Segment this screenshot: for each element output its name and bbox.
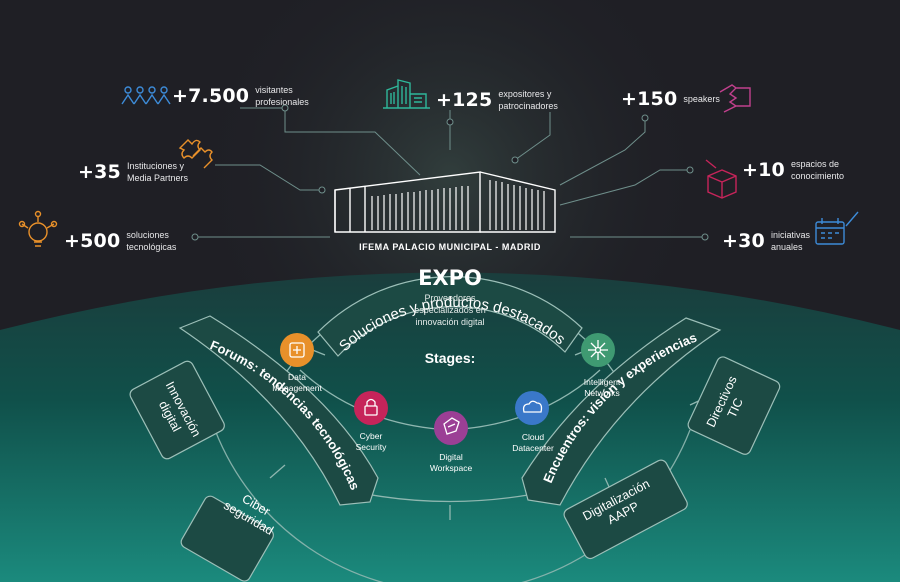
panel-ciber-seguridad[interactable] xyxy=(179,494,276,582)
stat-visitantes-label: visitantes profesionales xyxy=(255,85,309,107)
stat-espacios: +10 espacios de conocimiento xyxy=(742,158,844,182)
stage-label-cyber-security: Cyber Security xyxy=(355,431,387,452)
stat-espacios-label: espacios de conocimiento xyxy=(790,159,844,181)
exhibitors-building-icon xyxy=(383,79,430,109)
panel-innovacion-digital[interactable] xyxy=(128,359,226,461)
lightbulb-icon xyxy=(18,210,58,247)
speaker-head-icon xyxy=(719,84,751,113)
puzzle-icon xyxy=(178,139,213,169)
stat-instituciones: +35 Instituciones y Media Partners xyxy=(78,160,188,184)
stat-speakers: +150 speakers xyxy=(621,88,720,110)
venue-label: IFEMA PALACIO MUNICIPAL - MADRID xyxy=(359,242,541,252)
stat-espacios-value: +10 xyxy=(742,159,785,181)
stat-soluciones-value: +500 xyxy=(64,230,121,252)
venue-building-icon xyxy=(334,171,556,233)
stat-instituciones-label: Instituciones y Media Partners xyxy=(126,161,188,183)
stat-expositores-label: expositores y patrocinadores xyxy=(498,89,558,111)
calendar-icon xyxy=(815,211,859,245)
stage-label-data-management: Data Management xyxy=(272,372,322,393)
stage-circle-cloud-datacenter xyxy=(515,391,549,425)
stat-visitantes: +7.500 visitantes profesionales xyxy=(172,84,309,108)
people-group-icon xyxy=(121,86,171,105)
stage-circle-digital-workspace xyxy=(434,411,468,445)
stat-expositores-value: +125 xyxy=(436,89,493,111)
stat-soluciones: +500 soluciones tecnológicas xyxy=(64,229,176,253)
panel-directivos-tic[interactable] xyxy=(686,355,781,456)
stage-label-digital-workspace: Digital Workspace xyxy=(429,452,473,473)
stat-visitantes-value: +7.500 xyxy=(172,85,250,107)
stat-instituciones-value: +35 xyxy=(78,161,121,183)
stat-soluciones-label: soluciones tecnológicas xyxy=(126,230,177,252)
stat-iniciativas: +30 iniciativas anuales xyxy=(722,229,810,253)
expo-title: EXPO xyxy=(418,266,482,290)
data-management-icon xyxy=(289,342,305,358)
stage-label-intelligent-networks: Intelligent Networks xyxy=(583,377,621,398)
panel-digitalizacion-aapp[interactable] xyxy=(562,458,689,561)
lock-icon xyxy=(364,398,378,416)
stat-iniciativas-label: iniciativas anuales xyxy=(770,230,810,252)
cube-icon xyxy=(705,159,737,199)
connector-lines xyxy=(191,104,709,241)
stage-circles xyxy=(280,333,615,445)
stat-iniciativas-value: +30 xyxy=(722,230,765,252)
stage-circle-intelligent-networks xyxy=(581,333,615,367)
stat-speakers-value: +150 xyxy=(621,88,678,110)
stat-expositores: +125 expositores y patrocinadores xyxy=(436,88,558,112)
stages-title: Stages: xyxy=(424,350,476,366)
stage-circle-cyber-security xyxy=(354,391,388,425)
cloud-icon xyxy=(522,400,543,413)
digital-workspace-icon xyxy=(443,417,460,435)
expo-subtitle: Proveedores especializados en innovación… xyxy=(414,293,486,327)
network-icon xyxy=(588,340,608,360)
stage-label-cloud-datacenter: Cloud Datacenter xyxy=(512,432,554,453)
stat-speakers-label: speakers xyxy=(683,94,720,104)
